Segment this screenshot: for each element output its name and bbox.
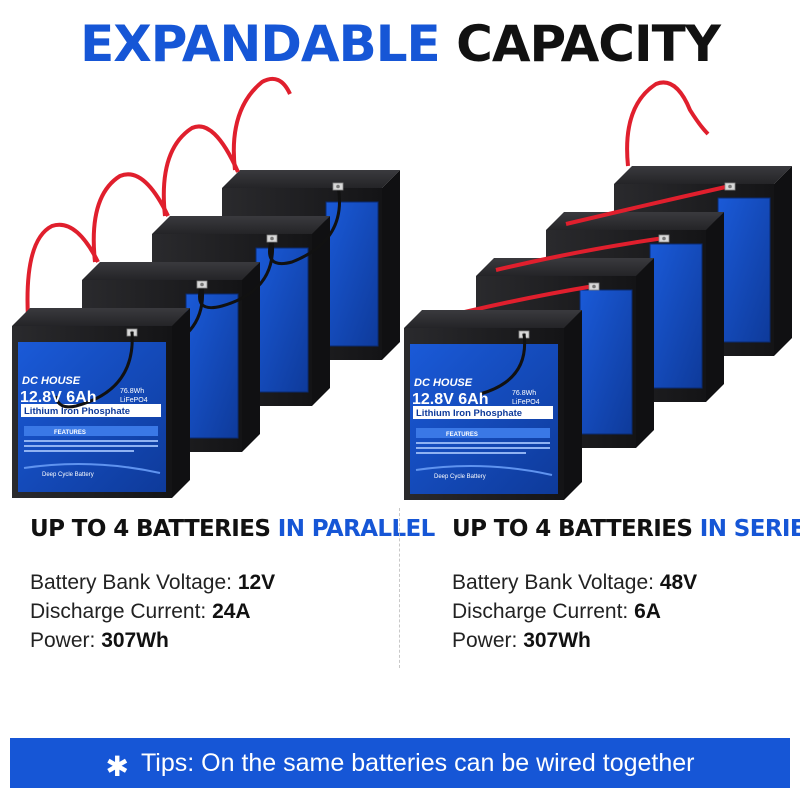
power-label: Power: bbox=[30, 629, 96, 652]
battery-chem-short: LiFePO4 bbox=[512, 399, 540, 406]
voltage-label: Battery Bank Voltage: bbox=[30, 571, 232, 594]
battery-brand: DC HOUSE bbox=[414, 377, 473, 389]
parallel-power-row: Power: 307Wh bbox=[30, 626, 275, 655]
page-title: EXPANDABLE CAPACITY bbox=[0, 14, 800, 74]
battery-label-left: DC HOUSE 12.8V 6Ah 76.8Wh LiFePO4 Lithiu… bbox=[20, 375, 148, 478]
parallel-red-cable bbox=[91, 172, 170, 263]
battery-illustration: DC HOUSE 12.8V 6Ah 76.8Wh LiFePO4 Lithiu… bbox=[11, 77, 793, 501]
series-current-row: Discharge Current: 6A bbox=[452, 597, 697, 626]
voltage-value: 12V bbox=[237, 571, 276, 594]
power-value: 307Wh bbox=[523, 629, 591, 652]
series-heading: UP TO 4 BATTERIES IN SERIES bbox=[452, 516, 800, 542]
voltage-label: Battery Bank Voltage: bbox=[452, 571, 654, 594]
battery-label-right: DC HOUSE 12.8V 6Ah 76.8Wh LiFePO4 Lithiu… bbox=[412, 377, 540, 480]
battery-chemistry: Lithium Iron Phosphate bbox=[24, 406, 130, 417]
power-value: 307Wh bbox=[101, 629, 169, 652]
series-power-row: Power: 307Wh bbox=[452, 626, 697, 655]
power-label: Power: bbox=[452, 629, 518, 652]
battery-footer: Deep Cycle Battery bbox=[434, 474, 486, 480]
battery-features: FEATURES bbox=[54, 430, 86, 436]
battery-chem-short: LiFePO4 bbox=[120, 397, 148, 404]
series-black-cable bbox=[479, 333, 527, 396]
parallel-heading: UP TO 4 BATTERIES IN PARALLEL bbox=[30, 516, 435, 542]
battery-spec: 12.8V 6Ah bbox=[20, 389, 96, 406]
series-specs: Battery Bank Voltage: 48V Discharge Curr… bbox=[452, 568, 697, 655]
series-heading-accent: IN SERIES bbox=[699, 516, 800, 542]
battery-energy: 76.8Wh bbox=[512, 390, 536, 397]
battery-brand: DC HOUSE bbox=[22, 375, 81, 387]
parallel-current-row: Discharge Current: 24A bbox=[30, 597, 275, 626]
current-value: 24A bbox=[212, 600, 251, 623]
parallel-heading-lead: UP TO 4 BATTERIES bbox=[30, 516, 271, 542]
series-heading-lead: UP TO 4 BATTERIES bbox=[452, 516, 693, 542]
series-red-link bbox=[565, 184, 731, 226]
parallel-red-cable bbox=[25, 222, 100, 319]
series-red-cable bbox=[625, 80, 710, 167]
current-label: Discharge Current: bbox=[452, 600, 629, 623]
tips-text: Tips: On the same batteries can be wired… bbox=[140, 748, 695, 777]
tips-banner: ✱ Tips: On the same batteries can be wir… bbox=[10, 738, 790, 788]
current-value: 6A bbox=[634, 600, 661, 623]
current-label: Discharge Current: bbox=[30, 600, 207, 623]
title-highlight: EXPANDABLE bbox=[80, 15, 441, 73]
series-red-link bbox=[495, 236, 665, 272]
asterisk-icon: ✱ bbox=[105, 750, 129, 782]
battery-features: FEATURES bbox=[446, 432, 478, 438]
parallel-heading-accent: IN PARALLEL bbox=[277, 516, 436, 542]
voltage-value: 48V bbox=[659, 571, 698, 594]
battery-chemistry: Lithium Iron Phosphate bbox=[416, 408, 522, 419]
battery-spec: 12.8V 6Ah bbox=[412, 391, 488, 408]
section-divider bbox=[399, 508, 400, 668]
parallel-specs: Battery Bank Voltage: 12V Discharge Curr… bbox=[30, 568, 275, 655]
parallel-black-cable bbox=[198, 237, 275, 310]
series-voltage-row: Battery Bank Voltage: 48V bbox=[452, 568, 697, 597]
parallel-red-cable bbox=[231, 77, 292, 171]
battery-energy: 76.8Wh bbox=[120, 388, 144, 395]
battery-footer: Deep Cycle Battery bbox=[42, 472, 94, 478]
parallel-black-cable bbox=[268, 185, 341, 265]
parallel-red-cable bbox=[161, 124, 240, 217]
parallel-voltage-row: Battery Bank Voltage: 12V bbox=[30, 568, 275, 597]
title-rest: CAPACITY bbox=[456, 15, 721, 73]
